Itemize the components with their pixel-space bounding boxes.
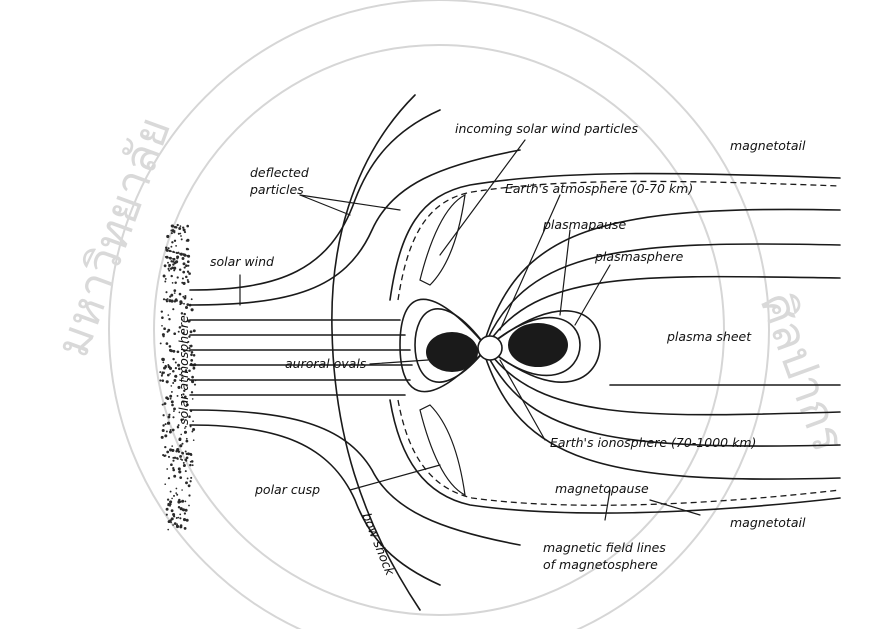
- svg-text:มหาวิทยาลัย: มหาวิทยาลัย: [45, 110, 181, 364]
- label-auroral-ovals: auroral ovals: [285, 356, 367, 371]
- label-earths-atmosphere: Earth's atmosphere (0-70 km): [505, 181, 693, 196]
- label-of-magnetosphere: of magnetosphere: [543, 557, 658, 572]
- label-magnetic-field-lines: magnetic field lines: [543, 540, 666, 555]
- label-plasmasphere: plasmasphere: [594, 249, 684, 264]
- earth: [478, 336, 502, 360]
- label-bow-shock: bow shock: [359, 511, 398, 578]
- watermark-seal: มหาวิทยาลัย ศิลปากร: [45, 0, 857, 629]
- label-particles: particles: [249, 182, 304, 197]
- label-magnetotail-top: magnetotail: [730, 138, 806, 153]
- polar-cusp-top: [420, 195, 465, 285]
- auroral-oval-left: [426, 332, 478, 372]
- label-polar-cusp: polar cusp: [254, 482, 320, 497]
- label-earths-ionosphere: Earth's ionosphere (70-1000 km): [550, 435, 756, 450]
- leader-lines: [240, 140, 700, 520]
- label-solar-atmosphere: solar atmosphere: [176, 315, 191, 425]
- label-plasma-sheet: plasma sheet: [666, 329, 752, 344]
- label-incoming-solar-wind: incoming solar wind particles: [455, 121, 638, 136]
- label-magnetopause: magnetopause: [555, 481, 649, 496]
- auroral-oval-right: [508, 323, 568, 367]
- label-solar-wind: solar wind: [210, 254, 274, 269]
- label-magnetotail-bottom: magnetotail: [730, 515, 806, 530]
- label-deflected: deflected: [250, 165, 309, 180]
- label-plasmapause: plasmapause: [542, 217, 626, 232]
